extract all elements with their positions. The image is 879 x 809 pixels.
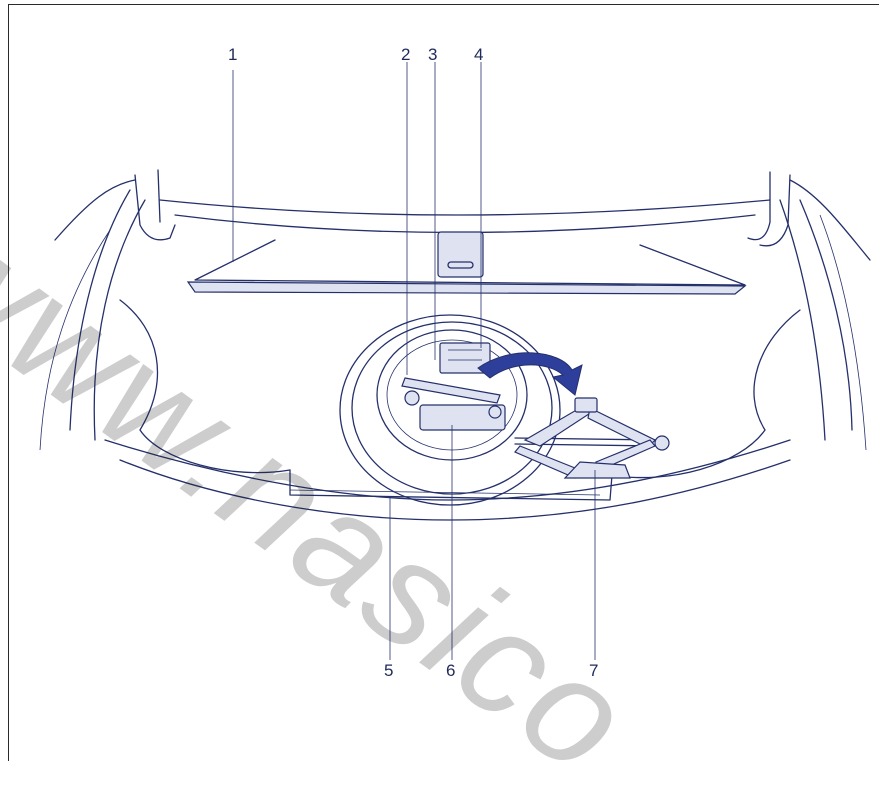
figure-frame [8,4,879,761]
callout-4: 4 [474,45,484,64]
jack-crank-eye [654,435,670,451]
body-contour-left-inner [69,189,131,431]
body-contour-left-3 [39,229,111,451]
trunk-diagram: 1 2 3 4 5 6 7 www.nasico [0,4,879,807]
jack-saddle [574,397,598,413]
spare-tire-outer [339,314,561,506]
tool-bolt [404,390,420,406]
hinge-right-2 [759,174,791,247]
jack-base [563,461,631,479]
trunk-well-left [119,299,291,474]
body-contour-left [54,179,136,241]
hinge-right [747,171,771,241]
callout-2: 2 [401,45,411,64]
floor-rear-2 [119,459,791,521]
body-contour-right-2 [779,199,826,441]
tool-box [439,342,491,374]
callout-1: 1 [228,45,238,64]
tool-bolt-2 [488,405,502,419]
sill-strip [289,469,613,501]
floor-rear [104,439,791,501]
body-contour-right [789,179,871,261]
upper-edge [159,199,771,216]
floor-rear-3 [289,489,601,496]
body-contour-left-2 [93,199,146,441]
shelf-top [194,239,746,286]
upper-edge-2 [174,214,756,234]
callout-3: 3 [428,45,438,64]
body-contour-right-3 [819,214,867,451]
body-contour-right-inner [799,199,853,431]
callout-5: 5 [384,661,394,680]
trunk-illustration [39,62,871,660]
shelf-board [186,281,747,295]
jack-arm-lower-2 [595,439,656,471]
callout-7: 7 [589,661,599,680]
tool-box-detail [448,349,482,361]
lock-striker-slot [447,261,474,269]
trunk-well-right [609,309,801,479]
tow-hook-tray [419,404,506,431]
hinge-left [134,174,176,241]
wheel-wrench [401,377,501,404]
removal-arrow [477,352,583,396]
callout-6: 6 [446,661,456,680]
hinge-left-2 [157,169,161,223]
lock-striker-plate [437,231,484,278]
